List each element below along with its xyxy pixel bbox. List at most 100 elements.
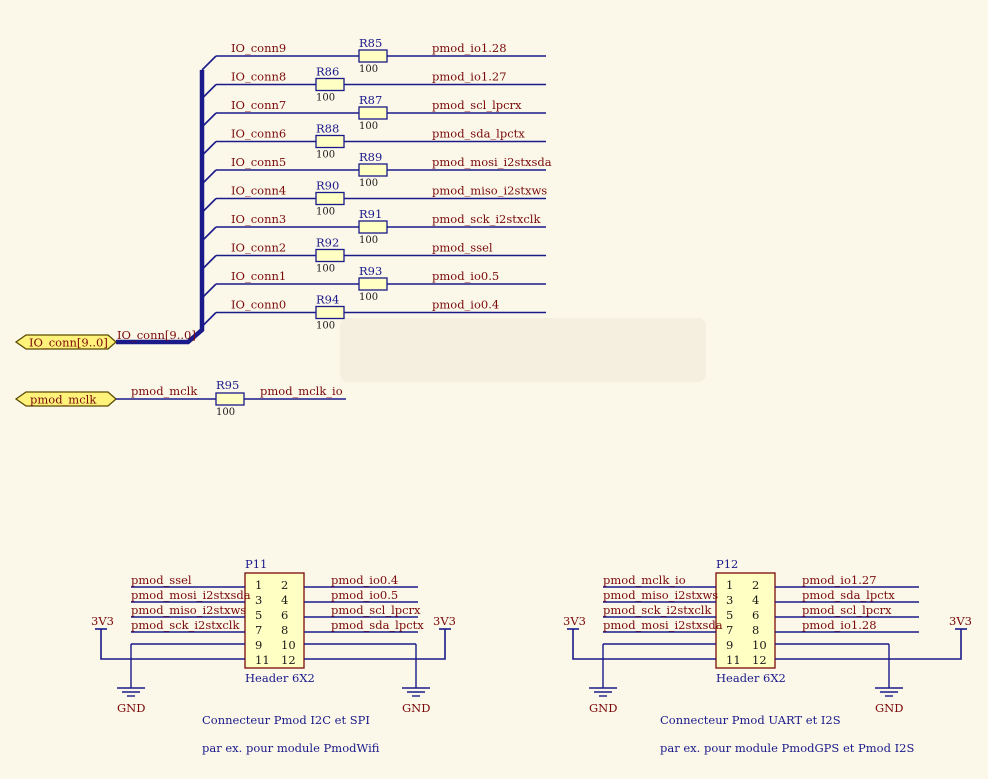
right-net-label: pmod_io1.28: [802, 618, 877, 632]
resistor-value: 100: [359, 178, 378, 189]
resistor-designator: R91: [359, 207, 382, 221]
left-net-label: pmod_ssel: [131, 573, 192, 587]
resistor-designator: R94: [316, 293, 339, 307]
resistor-r85[interactable]: [358, 49, 388, 63]
bus-entry: [201, 283, 217, 299]
bus-row: IO_conn0 R94 100 pmod_io0.4: [201, 293, 546, 332]
gnd-label: GND: [117, 701, 145, 715]
right-net-label: pmod_io0.5: [331, 588, 398, 602]
power-right-wire: [775, 629, 962, 660]
pin-number: 1: [726, 578, 733, 592]
out-net-label: pmod_mosi_i2stxsda: [432, 155, 552, 169]
resistor-designator: R93: [359, 264, 382, 278]
out-net-label: pmod_miso_i2stxws: [432, 184, 547, 198]
pin-number: 12: [281, 653, 296, 667]
pin-number: 12: [752, 653, 767, 667]
left-net-label: pmod_mosi_i2stxsda: [131, 588, 251, 602]
conn-net-label: IO_conn0: [231, 298, 286, 312]
bus-entry: [201, 311, 217, 328]
right-net-label: pmod_io1.27: [802, 573, 877, 587]
out-net-label: pmod_ssel: [432, 241, 493, 255]
pin-number: 10: [752, 638, 767, 652]
right-net-label: pmod_io0.4: [331, 573, 398, 587]
pin-number: 4: [281, 593, 288, 607]
left-net-label: pmod_mclk_io: [603, 573, 686, 587]
r95-value: 100: [216, 407, 235, 418]
resistor-designator: R90: [316, 179, 339, 193]
resistor-designator: R89: [359, 150, 382, 164]
header-caption: Connecteur Pmod I2C et SPI: [202, 713, 370, 727]
bus-entry: [201, 169, 217, 185]
conn-net-label: IO_conn9: [231, 41, 286, 55]
resistor-r91[interactable]: [358, 220, 388, 234]
bus-label: IO_conn[9..0]: [117, 328, 196, 342]
resistor-r93[interactable]: [358, 277, 388, 291]
resistor-r95[interactable]: [215, 392, 245, 406]
power-right-label: 3V3: [433, 614, 456, 628]
pin-number: 4: [752, 593, 759, 607]
out-net-label: pmod_io0.4: [432, 298, 499, 312]
conn-net-label: IO_conn3: [231, 212, 286, 226]
out-net-label: pmod_sda_lpctx: [432, 127, 525, 141]
resistor-r87[interactable]: [358, 106, 388, 120]
power-right-wire: [304, 629, 446, 660]
bus-entry: [201, 83, 217, 100]
resistor-r90[interactable]: [315, 191, 345, 206]
resistor-r89[interactable]: [358, 163, 388, 177]
pin-number: 8: [281, 623, 288, 637]
resistor-r94[interactable]: [315, 305, 345, 320]
resistor-designator: R86: [316, 65, 339, 79]
pin-number: 7: [255, 623, 262, 637]
pin-number: 6: [752, 608, 759, 622]
out-net-label: pmod_io1.27: [432, 70, 507, 84]
io-conn-port[interactable]: [14, 334, 117, 350]
conn-net-label: IO_conn6: [231, 127, 286, 141]
header-body[interactable]: [715, 572, 776, 669]
power-left-label: 3V3: [91, 614, 114, 628]
conn-net-label: IO_conn4: [231, 184, 286, 198]
pin-number: 1: [255, 578, 262, 592]
right-net-label: pmod_sda_lpctx: [331, 618, 424, 632]
resistor-r88[interactable]: [315, 134, 345, 149]
header-caption-sub: par ex. pour module PmodWifi: [202, 741, 380, 755]
right-net-label: pmod_scl_lpcrx: [802, 603, 892, 617]
pin-number: 3: [255, 593, 262, 607]
resistor-designator: R88: [316, 122, 339, 136]
left-net-label: pmod_miso_i2stxws: [603, 588, 718, 602]
resistor-value: 100: [316, 321, 335, 332]
conn-net-label: IO_conn5: [231, 155, 286, 169]
pin-number: 10: [281, 638, 296, 652]
conn-net-label: IO_conn1: [231, 269, 286, 283]
conn-net-label: IO_conn8: [231, 70, 286, 84]
out-net-label: pmod_io1.28: [432, 41, 507, 55]
conn-net-label: IO_conn2: [231, 241, 286, 255]
io-conn-port-label: IO_conn[9..0]: [29, 336, 108, 350]
pin-number: 9: [255, 638, 262, 652]
left-net-label: pmod_sck_i2stxclk: [131, 618, 240, 632]
bus-row: IO_conn5 R89 100 pmod_mosi_i2stxsda: [201, 150, 552, 189]
pin-number: 7: [726, 623, 733, 637]
header-designator: P12: [716, 557, 738, 571]
header-designator: P11: [245, 557, 267, 571]
pin-number: 2: [752, 578, 759, 592]
bus-entry: [201, 197, 217, 214]
pmod-mclk-port-label: pmod_mclk: [30, 393, 97, 407]
pin-number: 6: [281, 608, 288, 622]
pin-number: 5: [255, 608, 262, 622]
pin-number: 3: [726, 593, 733, 607]
gnd-label: GND: [402, 701, 430, 715]
out-net-label: pmod_sck_i2stxclk: [432, 212, 541, 226]
resistor-r92[interactable]: [315, 248, 345, 263]
header-body[interactable]: [244, 572, 305, 669]
resistor-r86[interactable]: [315, 77, 345, 92]
right-net-label: pmod_sda_lpctx: [802, 588, 895, 602]
pin-number: 11: [255, 653, 270, 667]
pin-number: 8: [752, 623, 759, 637]
left-net-label: pmod_miso_i2stxws: [131, 603, 246, 617]
left-net-label: pmod_sck_i2stxclk: [603, 603, 712, 617]
